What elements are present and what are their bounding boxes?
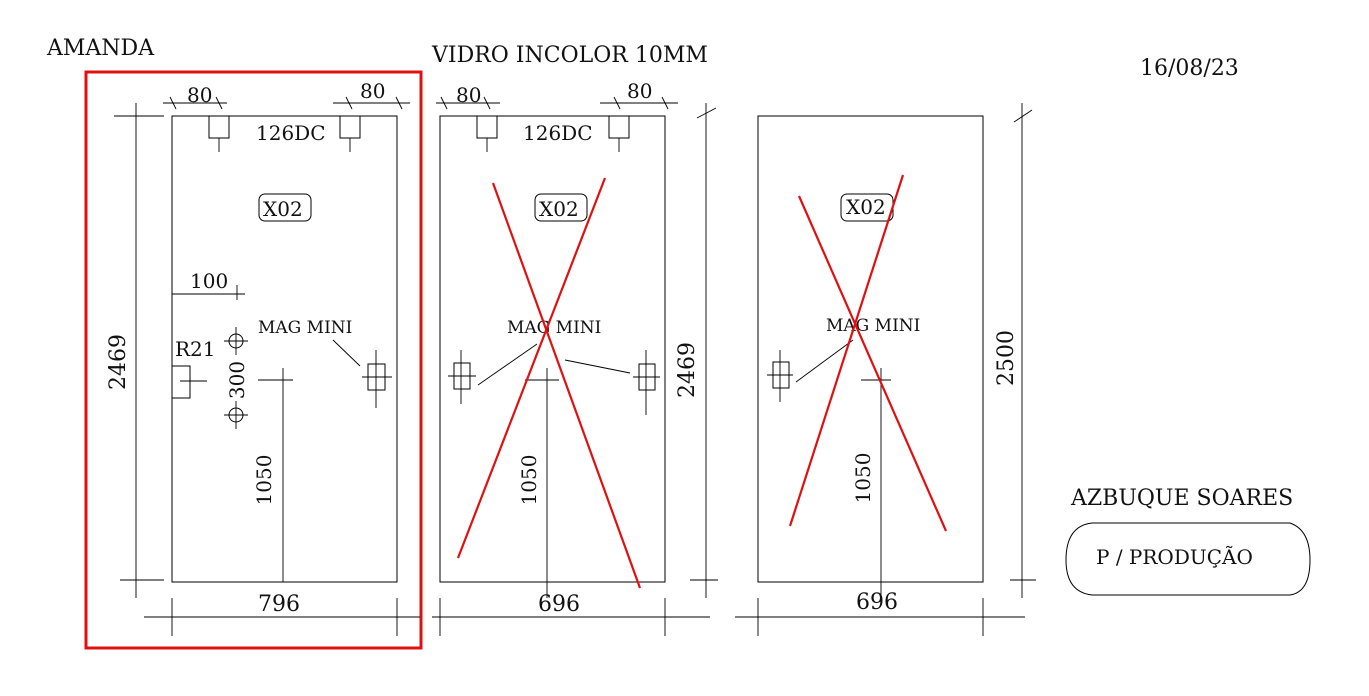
panel-code: X02: [539, 197, 579, 221]
hinge-left: [476, 115, 498, 139]
side-offset: 100: [190, 269, 228, 293]
panel-3: X02 MAG MINI 1050 2500 696: [735, 103, 1036, 636]
panel-height: 2469: [106, 334, 131, 390]
panel-width: 796: [258, 592, 300, 617]
cancel-stroke-b: [788, 174, 905, 527]
mag-height: 1050: [517, 455, 541, 506]
material-label: VIDRO INCOLOR 10MM: [431, 43, 708, 68]
top-offset-right: 80: [627, 79, 652, 103]
mag-label: MAG MINI: [258, 318, 352, 338]
hinge-right: [339, 115, 361, 139]
mag-label: MAG MINI: [507, 318, 601, 338]
glass-outline: [757, 115, 984, 583]
panel-code: X02: [263, 197, 303, 221]
glass-outline: [439, 115, 666, 583]
cancel-stroke-a: [797, 195, 948, 532]
company-name: AZBUQUE SOARES: [1070, 486, 1293, 511]
production-label: P / PRODUÇÃO: [1096, 545, 1253, 569]
panel-width: 696: [538, 592, 580, 617]
mag-height: 1050: [851, 453, 875, 504]
fitting-code: 126DC: [523, 121, 593, 145]
hinge-left: [208, 115, 230, 139]
cancel-stroke-b: [456, 177, 607, 559]
approval-highlight-box: [84, 70, 423, 650]
panel-width: 696: [856, 590, 898, 615]
panel-height: 2500: [994, 330, 1019, 386]
panel-code: X02: [846, 195, 886, 219]
glass-outline: [171, 115, 398, 583]
code-tag: [534, 193, 588, 222]
hinge-right: [608, 115, 630, 139]
mag-label: MAG MINI: [826, 316, 920, 336]
mag-height: 1050: [252, 455, 276, 506]
top-offset-left: 80: [187, 83, 212, 107]
production-stamp: [1065, 522, 1311, 596]
drawing-date: 16/08/23: [1140, 56, 1239, 81]
top-offset-right: 80: [360, 79, 385, 103]
code-tag: [258, 193, 312, 222]
fitting-code: 126DC: [256, 121, 326, 145]
handle-cutout: [172, 365, 191, 399]
panel-2: 80 80 126DC X02 MAG MINI 1050 2469 696: [432, 79, 718, 636]
cancel-stroke-a: [491, 182, 642, 589]
radius-label: R21: [175, 337, 216, 361]
hole-spacing: 300: [225, 361, 249, 399]
panel-1: 80 80 126DC X02 100 R21 300 1050 MAG MIN…: [84, 70, 423, 650]
top-offset-left: 80: [456, 83, 481, 107]
client-name: AMANDA: [46, 36, 155, 61]
panel-height: 2469: [675, 342, 700, 398]
